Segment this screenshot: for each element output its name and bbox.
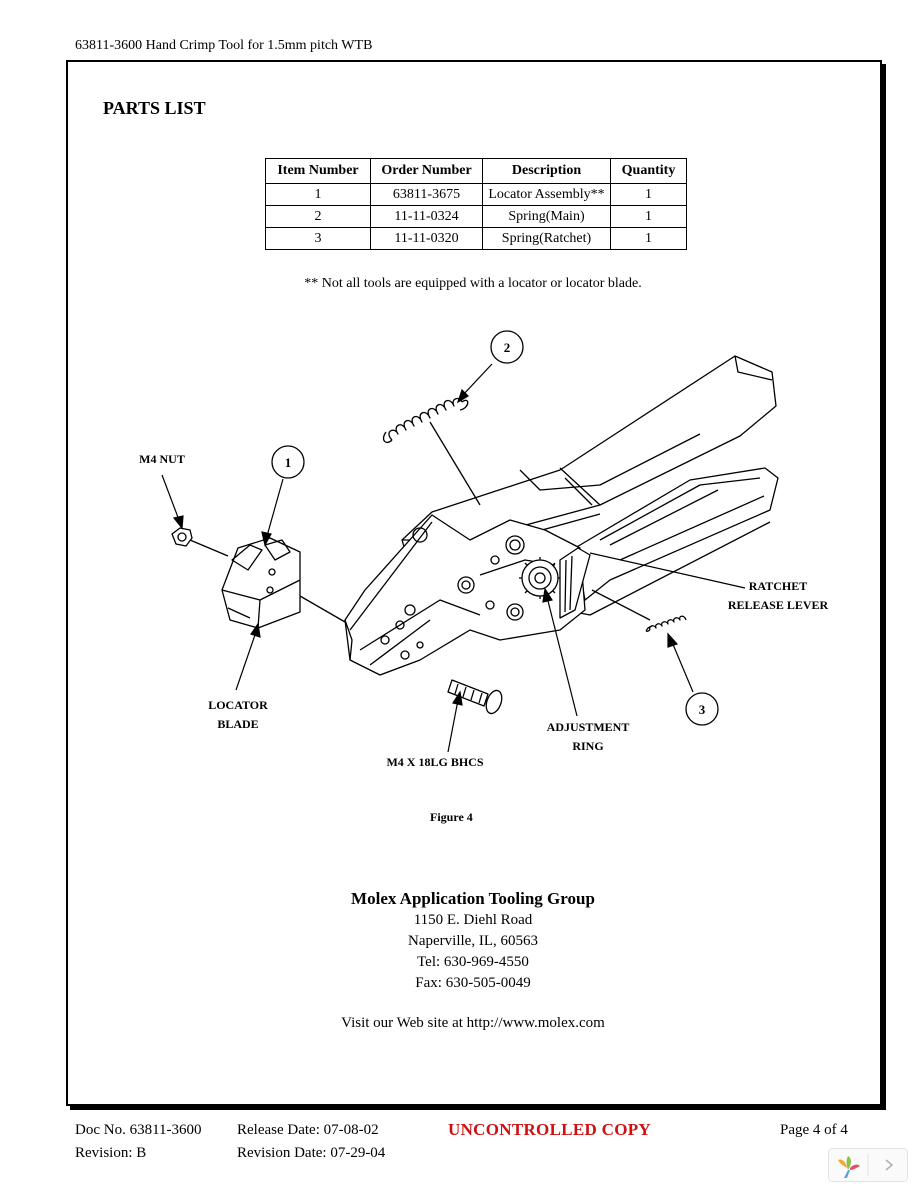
ratchet-release-lever-label: RATCHET RELEASE LEVER [727, 579, 829, 612]
doc-number: Doc No. 63811-3600 [75, 1122, 202, 1138]
adjustment-ring [519, 557, 561, 599]
bhcs-screw [447, 679, 503, 715]
locator-blade-block [221, 537, 301, 629]
parts-table: Item Number Order Number Description Qua… [265, 158, 687, 250]
viewer-logo-icon [838, 1156, 860, 1178]
fax: Fax: 630-505-0049 [415, 975, 531, 991]
description: Locator Assembly** [482, 183, 611, 206]
telephone: Tel: 630-969-4550 [417, 954, 529, 970]
revision-date: Revision Date: 07-29-04 [237, 1145, 386, 1161]
website-line: Visit our Web site at http://www.molex.c… [341, 1015, 605, 1031]
tool-head [344, 514, 586, 676]
document-title: 63811-3600 Hand Crimp Tool for 1.5mm pit… [75, 38, 373, 53]
callout-1: 1 [285, 455, 292, 470]
m4-nut [171, 527, 193, 547]
order-number: 11-11-0320 [370, 227, 483, 250]
callout-3: 3 [699, 702, 706, 717]
main-spring [382, 397, 469, 444]
organization-name: Molex Application Tooling Group [351, 889, 595, 908]
page-frame [66, 60, 882, 1106]
lower-handle [574, 467, 779, 616]
bhcs-label: M4 X 18LG BHCS [386, 755, 484, 769]
contact-block: Molex Application Tooling Group 1150 E. … [0, 888, 918, 1032]
m4-nut-label: M4 NUT [139, 452, 185, 466]
table-row: 2 11-11-0324 Spring(Main) 1 [265, 205, 687, 228]
uncontrolled-copy-stamp: UNCONTROLLED COPY [448, 1120, 651, 1139]
next-page-chevron-icon[interactable] [885, 1159, 894, 1171]
quantity: 1 [610, 227, 687, 250]
description: Spring(Ratchet) [482, 227, 611, 250]
callout-2: 2 [504, 340, 511, 355]
adjustment-ring-label: ADJUSTMENT RING [546, 720, 630, 753]
address-line-2: Naperville, IL, 60563 [408, 933, 538, 949]
table-row: 3 11-11-0320 Spring(Ratchet) 1 [265, 227, 687, 250]
locator-note: ** Not all tools are equipped with a loc… [304, 276, 642, 291]
address-line-1: 1150 E. Diehl Road [413, 912, 533, 928]
revision: Revision: B [75, 1145, 147, 1161]
order-number: 11-11-0324 [370, 205, 483, 228]
figure-caption: Figure 4 [430, 810, 473, 824]
release-date: Release Date: 07-08-02 [237, 1122, 379, 1138]
viewer-nav-widget [828, 1148, 908, 1182]
locator-blade-label: LOCATOR BLADE [208, 698, 268, 731]
ratchet-spring [645, 615, 687, 632]
table-row: 1 63811-3675 Locator Assembly** 1 [265, 183, 687, 206]
col-quantity: Quantity [610, 158, 687, 184]
parts-list-heading: PARTS LIST [103, 98, 206, 118]
page-number: Page 4 of 4 [780, 1122, 848, 1138]
